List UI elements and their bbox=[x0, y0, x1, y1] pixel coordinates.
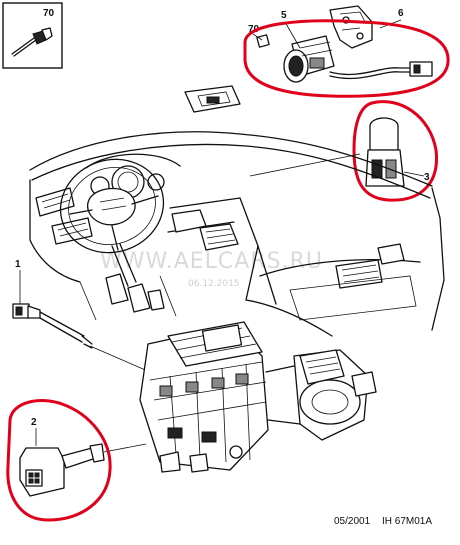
vent-grille bbox=[184, 85, 241, 113]
highlight-sensor-2 bbox=[6, 399, 112, 522]
bracket-label: 6 bbox=[398, 8, 404, 19]
highlight-switch bbox=[352, 100, 438, 202]
footer-reference: IH 67M01A bbox=[382, 516, 432, 527]
motor-bracket-assembly bbox=[252, 5, 433, 83]
motor-label: 5 bbox=[281, 10, 287, 21]
sensor-2-leader bbox=[103, 443, 147, 453]
blower-unit bbox=[265, 349, 377, 441]
fastener-inset-label: 70 bbox=[43, 8, 55, 19]
watermark-date: 06.12.2015 bbox=[188, 279, 240, 289]
heater-housing bbox=[139, 321, 269, 473]
highlight-motor-assembly bbox=[243, 19, 450, 98]
push-rivet-icon bbox=[11, 27, 53, 57]
sensor-2-label: 2 bbox=[31, 417, 37, 428]
watermark-text: WWW.AELCARS.RU bbox=[100, 249, 323, 274]
clip-label: 70 bbox=[248, 24, 260, 35]
sensor-1-component bbox=[12, 270, 93, 349]
switch-label: 3 bbox=[424, 172, 430, 183]
dashboard bbox=[29, 131, 445, 337]
footer-date: 05/2001 bbox=[334, 516, 371, 527]
fastener-inset-box: 70 bbox=[2, 2, 63, 69]
sensor-1-label: 1 bbox=[15, 259, 21, 270]
sensor-2-component bbox=[19, 428, 105, 497]
